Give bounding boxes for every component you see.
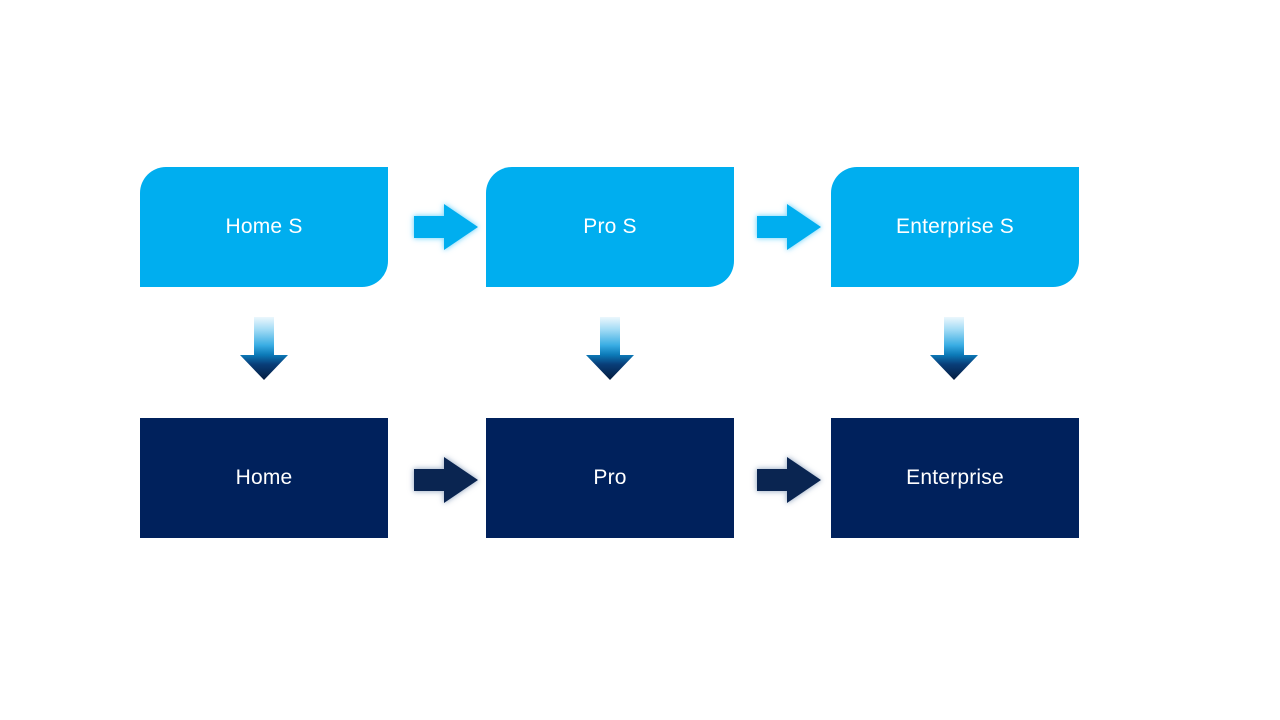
- down-arrow-icon-enterprise-s-to-enterprise: [930, 317, 978, 380]
- node-home-s: Home S: [140, 167, 388, 287]
- right-arrow-icon-pro-s-to-enterprise-s: [757, 204, 821, 250]
- node-label: Home: [235, 466, 293, 489]
- node-label: Enterprise S: [896, 215, 1014, 238]
- node-pro: Pro: [486, 418, 734, 538]
- node-enterprise: Enterprise: [831, 418, 1079, 538]
- down-arrow-icon-pro-s-to-pro: [586, 317, 634, 380]
- node-label: Pro: [593, 466, 627, 489]
- node-enterprise-s: Enterprise S: [831, 167, 1079, 287]
- right-arrow-icon-pro-to-enterprise: [757, 457, 821, 503]
- node-pro-s: Pro S: [486, 167, 734, 287]
- down-arrow-icon-home-s-to-home: [240, 317, 288, 380]
- node-home: Home: [140, 418, 388, 538]
- node-label: Enterprise: [906, 466, 1004, 489]
- node-label: Home S: [225, 215, 303, 238]
- right-arrow-icon-home-to-pro: [414, 457, 478, 503]
- right-arrow-icon-home-s-to-pro-s: [414, 204, 478, 250]
- node-label: Pro S: [583, 215, 637, 238]
